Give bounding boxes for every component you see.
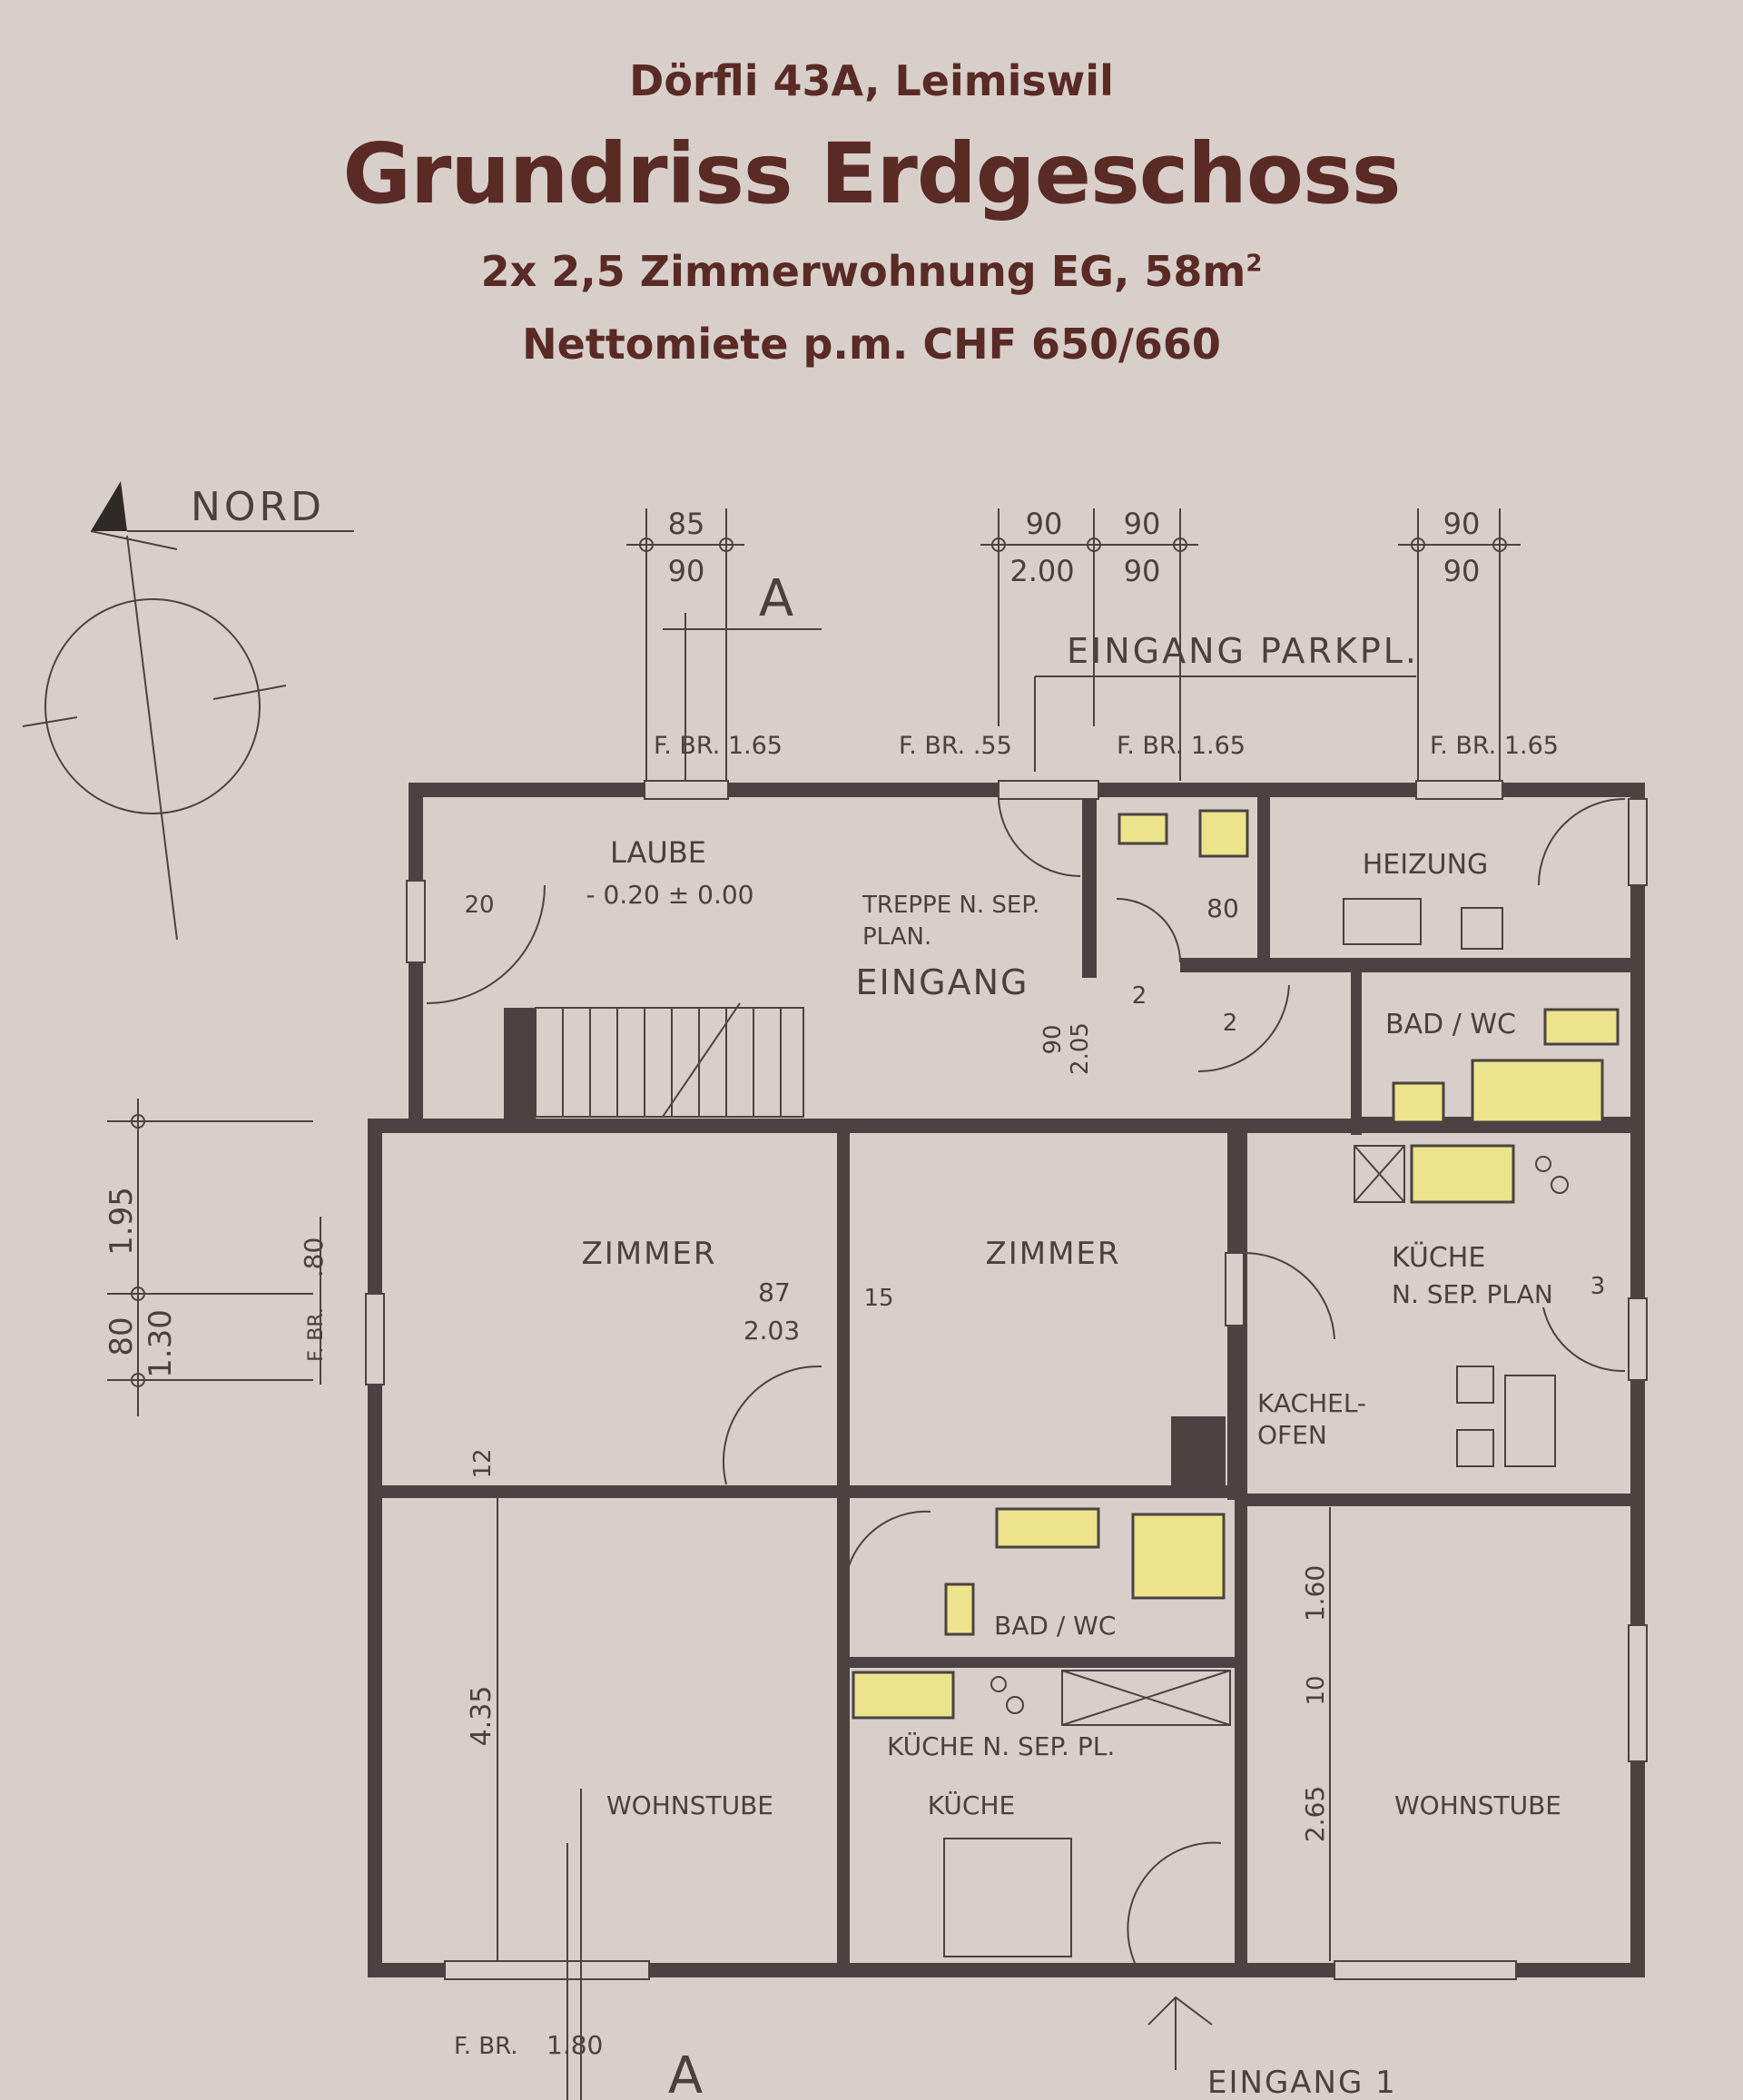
room-bad-lower: BAD / WC bbox=[994, 1611, 1116, 1641]
dim-15: 15 bbox=[863, 1285, 893, 1312]
room-wohnstube-left: WOHNSTUBE bbox=[606, 1790, 773, 1820]
dim-87: 87 bbox=[758, 1277, 791, 1307]
dim-90-a: 90 bbox=[668, 554, 705, 588]
dim-90-d: 90 bbox=[1124, 554, 1161, 588]
entrance-1-label: EINGANG 1 bbox=[1207, 2065, 1397, 2100]
room-bad-upper: BAD / WC bbox=[1385, 1009, 1516, 1040]
interior-dimensions: 20 80 2 2 90 2.05 87 2.03 15 3 12 4.35 1… bbox=[464, 892, 1605, 1961]
lower-toilet-icon bbox=[944, 1582, 975, 1636]
dim-4-35: 4.35 bbox=[466, 1686, 497, 1747]
window-width-bottom-val: 1.80 bbox=[547, 2030, 603, 2060]
dim-90-g: 90 bbox=[1039, 1024, 1067, 1054]
window-width-left: F. BR. bbox=[305, 1307, 328, 1362]
rent-line: Nettomiete p.m. CHF 650/660 bbox=[522, 320, 1221, 369]
lower-kitchen-sink-icon bbox=[852, 1671, 955, 1720]
doors bbox=[426, 798, 1626, 1964]
bathtub-icon bbox=[1471, 1059, 1604, 1124]
dim-80-upper: 80 bbox=[1206, 893, 1239, 923]
room-kachelofen-2: OFEN bbox=[1257, 1420, 1327, 1450]
window-width-2: F. BR. .55 bbox=[899, 732, 1012, 760]
upper-kitchen-sink-icon bbox=[1410, 1144, 1515, 1204]
north-arrow-icon bbox=[91, 481, 127, 531]
unit-area-superscript: 2 bbox=[1246, 250, 1263, 278]
dim-90-b: 90 bbox=[1026, 507, 1063, 541]
dim-2-65: 2.65 bbox=[1300, 1786, 1330, 1842]
compass-circle bbox=[44, 598, 261, 814]
dim-10: 10 bbox=[1303, 1675, 1330, 1705]
room-kueche-right: KÜCHE bbox=[1392, 1241, 1485, 1274]
dim-90-c: 90 bbox=[1124, 507, 1161, 541]
lower-shower-icon bbox=[1131, 1513, 1226, 1600]
window-width-left-val: .80 bbox=[299, 1237, 329, 1278]
window-width-4: F. BR. 1.65 bbox=[1430, 732, 1559, 760]
dim-1-60: 1.60 bbox=[1300, 1565, 1330, 1622]
bottom-annotations: EINGANG 1 A F. BR. 1.80 bbox=[454, 1789, 1397, 2100]
upper-shower-icon bbox=[1198, 809, 1249, 858]
stair-note-line2: PLAN. bbox=[862, 923, 931, 951]
room-laube: LAUBE bbox=[610, 835, 706, 870]
dim-85: 85 bbox=[668, 507, 705, 541]
dim-2-b: 2 bbox=[1223, 1010, 1238, 1037]
lower-bath-sink-icon bbox=[995, 1507, 1100, 1549]
room-kueche-lower-note: KÜCHE N. SEP. PL. bbox=[887, 1730, 1115, 1761]
unit-description: 2x 2,5 Zimmerwohnung EG, 58m2 bbox=[0, 247, 1743, 296]
north-compass: NORD bbox=[22, 481, 354, 941]
room-zimmer-mid: ZIMMER bbox=[985, 1236, 1120, 1272]
dim-80-left: 80 bbox=[103, 1316, 140, 1356]
dim-2-03: 2.03 bbox=[743, 1316, 800, 1346]
dim-2-a: 2 bbox=[1132, 982, 1147, 1010]
windows bbox=[365, 780, 1648, 1980]
dim-90-f: 90 bbox=[1443, 554, 1481, 588]
upper-bath-sink-icon bbox=[1543, 1008, 1620, 1046]
room-eingang: EINGANG bbox=[856, 962, 1029, 1002]
north-label: NORD bbox=[191, 484, 325, 530]
room-kueche-right-note: N. SEP. PLAN bbox=[1392, 1279, 1553, 1309]
room-labels: LAUBE - 0.20 ± 0.00 TREPPE N. SEP. PLAN.… bbox=[581, 835, 1561, 1820]
entrance-arrow-icon bbox=[1147, 1996, 1213, 2026]
room-kachelofen-1: KACHEL- bbox=[1257, 1388, 1366, 1418]
page-title: Grundriss Erdgeschoss bbox=[342, 125, 1401, 222]
dim-1-95: 1.95 bbox=[103, 1187, 140, 1256]
dim-3: 3 bbox=[1590, 1273, 1606, 1300]
room-wohnstube-right: WOHNSTUBE bbox=[1394, 1790, 1561, 1820]
dim-1-30: 1.30 bbox=[143, 1309, 179, 1378]
dim-2-00: 2.00 bbox=[1009, 554, 1074, 588]
room-zimmer-left: ZIMMER bbox=[581, 1236, 716, 1272]
room-heizung: HEIZUNG bbox=[1363, 849, 1489, 881]
dim-2-05: 2.05 bbox=[1067, 1022, 1094, 1075]
sanitary-fixtures bbox=[852, 809, 1620, 1957]
upper-sink-icon bbox=[1118, 813, 1168, 845]
unit-description-text: 2x 2,5 Zimmerwohnung EG, 58m bbox=[480, 247, 1246, 296]
address-line: Dörfli 43A, Leimiswil bbox=[629, 56, 1114, 105]
room-kueche-lower: KÜCHE bbox=[928, 1789, 1015, 1820]
window-width-1: F. BR. 1.65 bbox=[654, 732, 783, 760]
top-dimensions: 85 90 A 90 2.00 90 90 90 90 EINGANG PARK… bbox=[626, 507, 1559, 790]
section-marker-bottom: A bbox=[668, 2046, 703, 2100]
laube-level: - 0.20 ± 0.00 bbox=[586, 880, 754, 910]
dim-12: 12 bbox=[469, 1448, 497, 1478]
dim-20: 20 bbox=[464, 892, 494, 919]
staircase bbox=[504, 1002, 804, 1121]
window-width-3: F. BR. 1.65 bbox=[1117, 732, 1246, 760]
stair-note-line1: TREPPE N. SEP. bbox=[862, 892, 1039, 919]
left-dimensions: 1.95 80 1.30 .80 F. BR. bbox=[103, 1099, 329, 1416]
section-marker-top: A bbox=[759, 569, 793, 628]
entrance-parking-label: EINGANG PARKPL. bbox=[1067, 631, 1419, 671]
upper-toilet-icon bbox=[1392, 1081, 1445, 1124]
window-width-bottom: F. BR. bbox=[454, 2033, 518, 2060]
dim-90-e: 90 bbox=[1443, 507, 1481, 541]
